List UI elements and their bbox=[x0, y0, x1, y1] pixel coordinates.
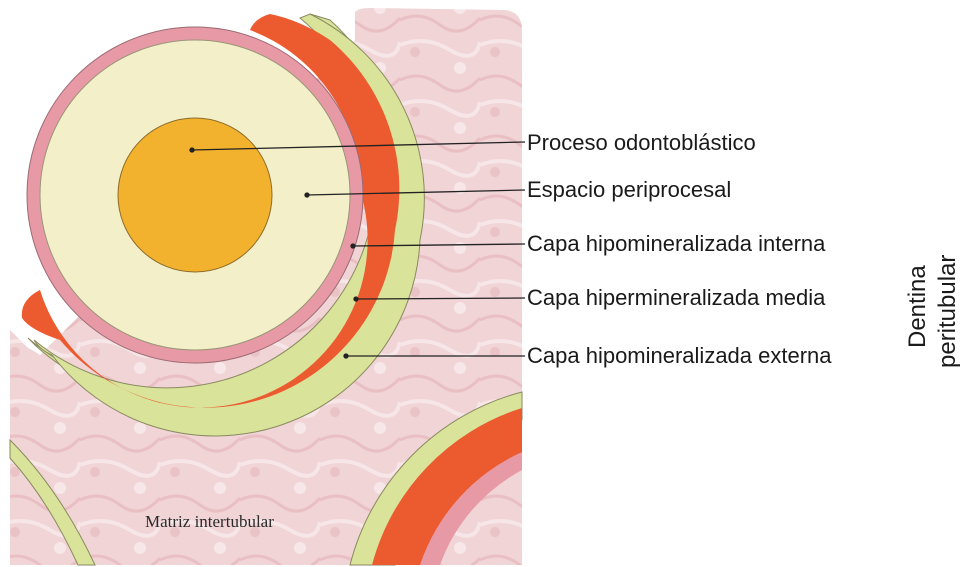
label-middle-layer: Capa hipermineralizada media bbox=[527, 285, 826, 310]
side-label-peritubular-dentin: Dentina peritubular bbox=[904, 255, 961, 368]
side-label-line-1: Dentina bbox=[904, 265, 931, 348]
odontoblast-process bbox=[118, 118, 272, 272]
label-outer-layer: Capa hipomineralizada externa bbox=[527, 343, 832, 368]
label-periprocess-space: Espacio periprocesal bbox=[527, 177, 731, 202]
side-label-line-2: peritubular bbox=[934, 255, 961, 368]
label-odontoblast-process: Proceso odontoblástico bbox=[527, 130, 756, 155]
label-intertubular-matrix: Matriz intertubular bbox=[145, 512, 274, 531]
label-inner-layer: Capa hipomineralizada interna bbox=[527, 231, 826, 256]
